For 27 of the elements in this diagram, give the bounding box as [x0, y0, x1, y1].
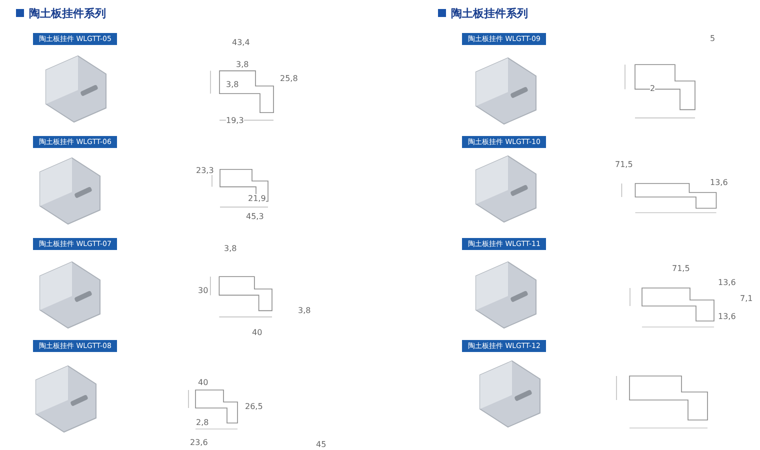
- dimension-label: 23,6: [190, 438, 208, 447]
- dimension-label: 13,6: [718, 312, 736, 321]
- dimension-label: 19,3: [226, 116, 244, 125]
- dimension-label: 13,6: [710, 178, 728, 187]
- dimension-label: 40: [198, 378, 208, 387]
- dimension-label: 21,9: [248, 194, 266, 203]
- dimension-label: 5: [710, 34, 716, 43]
- dimension-label: 3,8: [236, 60, 249, 69]
- dimension-label: 3,8: [298, 306, 311, 315]
- dimension-label: 71,5: [672, 264, 690, 273]
- dimension-label: 2: [650, 84, 656, 93]
- dimension-label: 23,3: [196, 166, 214, 175]
- dimension-label: 2,8: [196, 418, 209, 427]
- section-heading: 陶土板挂件系列: [451, 6, 528, 21]
- dimension-label: 7,1: [740, 294, 753, 303]
- dimension-label: 26,5: [245, 402, 263, 411]
- dimension-label: 71,5: [615, 160, 633, 169]
- dimension-label: 40: [252, 328, 262, 337]
- dimension-label: 45: [316, 440, 326, 449]
- dimension-label: 43,4: [232, 38, 250, 47]
- dimension-label: 30: [198, 286, 208, 295]
- dimension-label: 25,8: [280, 74, 298, 83]
- dimension-label: 3,8: [226, 80, 239, 89]
- dimension-label: 45,3: [246, 212, 264, 221]
- section-heading: 陶土板挂件系列: [29, 6, 106, 21]
- dimension-label: 13,6: [718, 278, 736, 287]
- dimension-label: 3,8: [224, 244, 237, 253]
